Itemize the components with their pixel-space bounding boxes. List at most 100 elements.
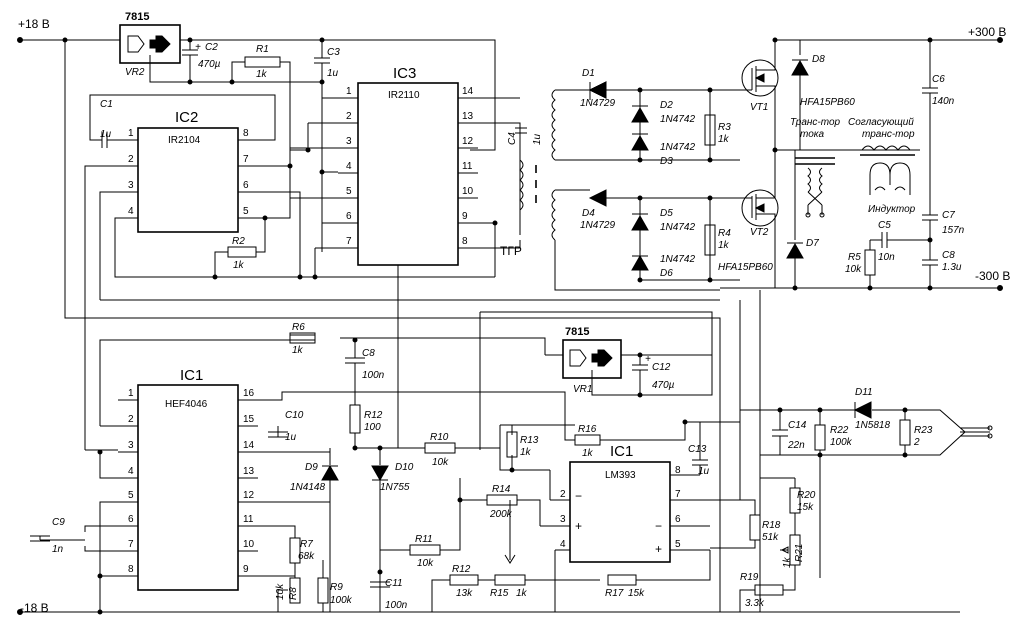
- r7-r8-r9: R7 68k R8 10k R9 100k: [275, 537, 353, 612]
- lm393-minus-b: −: [655, 519, 662, 533]
- svg-text:+: +: [645, 354, 651, 365]
- d10-icon: [371, 465, 389, 482]
- d5-icon: [631, 214, 649, 231]
- ic2-body: [137, 127, 239, 233]
- gate-transformer-tgr: C4 1u ТГР: [500, 89, 720, 291]
- r15-ref: R15: [490, 588, 509, 599]
- capacitor-c2: C2 470µ +: [182, 37, 221, 85]
- svg-text:3: 3: [128, 440, 134, 451]
- c13-value: 1u: [698, 466, 710, 477]
- d3-value: 1N4742: [660, 142, 695, 153]
- svg-text:9: 9: [462, 211, 468, 222]
- svg-text:8: 8: [675, 465, 681, 476]
- tgr-label: ТГР: [500, 244, 522, 258]
- r5-value: 10k: [845, 264, 862, 275]
- svg-text:4: 4: [128, 466, 134, 477]
- r8-value: 10k: [275, 583, 286, 600]
- current-tf-line1: Транс-тор: [790, 117, 841, 128]
- r6-c8-r12: R6 1k C8 100n R12 100: [289, 322, 546, 449]
- lm393-plus-a: +: [575, 519, 582, 533]
- svg-text:8: 8: [462, 236, 468, 247]
- svg-text:5: 5: [243, 206, 249, 217]
- d7-icon: [786, 242, 804, 259]
- lm393-ref: IC1: [610, 443, 633, 460]
- rail-plus-300-label: +300 В: [968, 25, 1006, 39]
- svg-text:6: 6: [128, 514, 134, 525]
- d3-icon: [631, 134, 649, 151]
- c10-ref: C10: [285, 410, 304, 421]
- r5-ref: R5: [848, 252, 861, 263]
- c12-value: 470µ: [652, 380, 675, 391]
- c14-value: 22n: [787, 440, 805, 451]
- ic3-part: IR2110: [388, 90, 420, 101]
- svg-text:3: 3: [128, 180, 134, 191]
- lm393-body: [569, 461, 671, 563]
- r1-ref: R1: [256, 44, 269, 55]
- current-tf-line2: тока: [800, 129, 825, 140]
- regulator-vr2: 7815 VR2: [119, 11, 322, 83]
- upper-gate-network: D1 1N4729 D2 1N4742 1N4742 D3 R3 1k: [580, 68, 740, 167]
- svg-text:4: 4: [346, 161, 352, 172]
- c9-value: 1n: [52, 544, 64, 555]
- lm393-part: LM393: [605, 470, 636, 481]
- c13-ref: C13: [688, 444, 707, 455]
- r23-value: 2: [913, 437, 920, 448]
- r20-ref: R20: [797, 490, 816, 501]
- svg-text:2: 2: [128, 414, 134, 425]
- c5-value: 10n: [878, 252, 895, 263]
- r9-ref: R9: [330, 582, 343, 593]
- c4-value: 1u: [532, 133, 543, 145]
- r9-value: 100k: [330, 595, 353, 606]
- r13-ref: R13: [520, 435, 539, 446]
- r14-value: 200k: [489, 509, 513, 520]
- c8a-value: 1.3u: [942, 262, 962, 273]
- svg-text:2: 2: [346, 111, 352, 122]
- ic2-part: IR2104: [168, 135, 201, 146]
- d4-ref: D4: [582, 208, 595, 219]
- c9-ref: C9: [52, 517, 65, 528]
- r22-value: 100k: [830, 437, 853, 448]
- c3-value: 1u: [327, 68, 339, 79]
- d1-value: 1N4729: [580, 98, 615, 109]
- rail-minus-18-label: -18 В: [20, 601, 49, 615]
- svg-text:11: 11: [243, 514, 254, 525]
- r2-ref: R2: [232, 236, 245, 247]
- c12-ref: C12: [652, 362, 671, 373]
- r18-value: 51k: [762, 532, 779, 543]
- r7-ref: R7: [300, 539, 313, 550]
- vr2-output-arrow-icon: [149, 35, 171, 53]
- r18-ref: R18: [762, 520, 781, 531]
- svg-text:12: 12: [243, 490, 255, 501]
- r20-value: 15k: [797, 502, 814, 513]
- r15-value: 1k: [516, 588, 528, 599]
- d6-icon: [631, 254, 649, 271]
- d3-ref: D3: [660, 156, 673, 167]
- ic3: IC3 IR2110 1 2 3 4 5 6 7 14 13 12 11 10 …: [289, 65, 521, 448]
- rail-minus-300-label: -300 В: [975, 269, 1010, 283]
- r8-ref: R8: [288, 587, 299, 600]
- c1-value: 1u: [100, 129, 112, 140]
- r13-r16: R13 1k R16 1k: [500, 419, 741, 473]
- svg-text:11: 11: [462, 161, 473, 172]
- vr1-type: 7815: [565, 326, 589, 338]
- c1-ref: C1: [100, 99, 113, 110]
- r16-value: 1k: [582, 448, 594, 459]
- svg-text:1: 1: [128, 128, 134, 139]
- svg-text:6: 6: [346, 211, 352, 222]
- ic3-ref: IC3: [393, 65, 416, 82]
- svg-text:6: 6: [243, 180, 249, 191]
- r19-value: 3.3k: [745, 598, 765, 609]
- c8a-ref: C8: [942, 250, 955, 261]
- match-tf-line1: Согласующий: [848, 117, 914, 128]
- capacitor-c9: C9 1n: [30, 517, 85, 555]
- r14-r15-r17: R14 200k R12 13k R15 1k R17 15k: [431, 478, 711, 612]
- vr1-ref: VR1: [573, 384, 592, 395]
- regulator-vr1: 7815 VR1 + C12 470µ: [544, 326, 713, 398]
- r1-value: 1k: [256, 69, 268, 80]
- c6-ref: C6: [932, 74, 945, 85]
- d9-icon: [321, 464, 339, 481]
- d11-ref: D11: [855, 387, 873, 398]
- r14-ref: R14: [492, 484, 511, 495]
- diodes-d9-d10: D9 1N4148 D10 1N755: [290, 445, 414, 612]
